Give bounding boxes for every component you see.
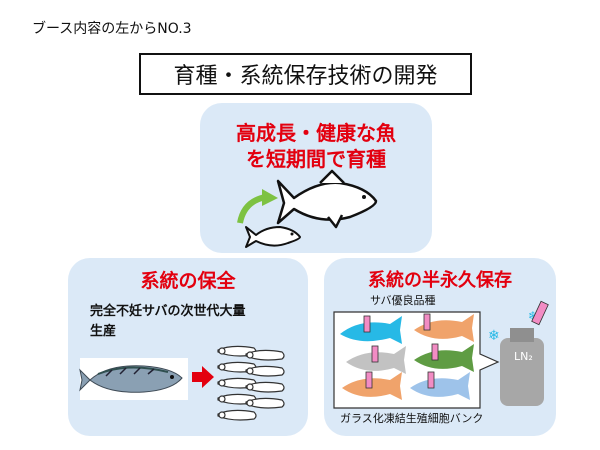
large-fish-icon <box>276 169 378 229</box>
preservation-heading: 系統の保全 <box>140 270 236 292</box>
breeding-heading-line2: を短期間で育種 <box>246 147 386 171</box>
snowflake-icon: ❄ <box>528 309 538 323</box>
fish-orange-icon <box>414 314 474 342</box>
mackerel-icon <box>79 365 183 393</box>
held-cryotube-icon <box>531 300 549 326</box>
growth-illustration <box>237 169 378 248</box>
red-arrow-icon <box>192 366 214 388</box>
liquid-nitrogen-tank-icon: LN₂ <box>500 328 544 406</box>
cryobank-illustration: LN₂ ❄ ❄ <box>333 300 549 409</box>
cell-bank-label: ガラス化凍結生殖細胞バンク <box>340 412 484 425</box>
fish-green-icon <box>414 344 474 372</box>
page-title: 育種・系統保存技術の開発 <box>139 53 472 95</box>
cryopreservation-panel: 系統の半永久保存 サバ優良品種 ガラス化凍結生殖細胞バンク LN₂ ❄ ❄ <box>324 258 556 436</box>
small-fish-icon <box>245 226 301 248</box>
booth-caption: ブース内容の左からNO.3 <box>32 21 192 37</box>
preservation-desc-line2: 生産 <box>90 324 117 339</box>
snowflake-icon: ❄ <box>488 328 500 344</box>
larvae-icons <box>217 345 285 421</box>
elite-strain-label: サバ優良品種 <box>370 294 436 307</box>
fish-cyan-icon <box>340 316 402 344</box>
breeding-panel: 高成長・健康な魚 を短期間で育種 <box>200 103 432 253</box>
preservation-panel: 系統の保全 完全不妊サバの次世代大量 生産 <box>68 258 308 436</box>
cryotube-icons <box>363 313 439 389</box>
tank-label: LN₂ <box>514 350 533 363</box>
mackerel-illustration <box>79 345 285 421</box>
breeding-heading-line1: 高成長・健康な魚 <box>236 121 396 145</box>
fish-blue-icon <box>410 372 470 400</box>
cryopreservation-heading: 系統の半永久保存 <box>368 270 512 291</box>
preservation-desc-line1: 完全不妊サバの次世代大量 <box>90 304 246 319</box>
growth-arrowhead-icon <box>262 189 278 206</box>
